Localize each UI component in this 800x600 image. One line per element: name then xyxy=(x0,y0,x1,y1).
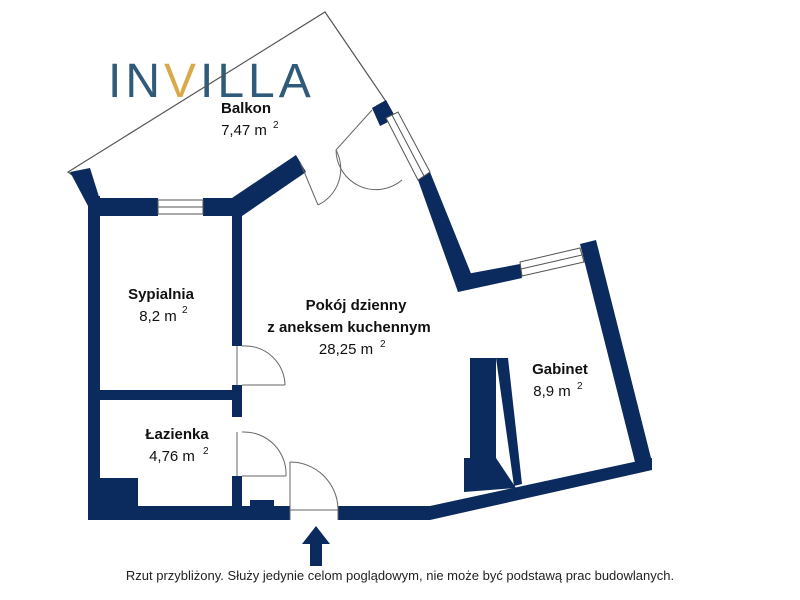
doors xyxy=(236,109,403,520)
room-area: 8,2 m xyxy=(139,308,177,325)
area-unit-sup: 2 xyxy=(273,120,279,131)
door-balcony-left xyxy=(299,161,319,206)
logo-accent-letter: V xyxy=(164,55,200,108)
door-balcony-right xyxy=(335,109,373,151)
room-name: Sypialnia xyxy=(128,286,195,303)
room-bathroom-label: Łazienka 4,76 m 2 xyxy=(145,426,209,465)
room-office-label: Gabinet 8,9 m 2 xyxy=(532,361,588,400)
room-area: 8,9 m xyxy=(533,383,571,400)
area-unit-sup: 2 xyxy=(182,305,188,316)
area-unit-sup: 2 xyxy=(380,339,386,350)
area-unit-sup: 2 xyxy=(577,381,583,392)
logo-suffix: ILLA xyxy=(200,55,315,108)
room-name-line1: Pokój dzienny xyxy=(306,297,408,314)
room-area: 7,47 m xyxy=(221,122,267,139)
room-name: Gabinet xyxy=(532,361,588,378)
logo-prefix: IN xyxy=(108,55,164,108)
room-name: Łazienka xyxy=(145,426,209,443)
room-balcony-label: Balkon 7,47 m 2 xyxy=(221,100,279,139)
windows xyxy=(157,111,585,277)
walls xyxy=(70,100,652,520)
room-bedroom-label: Sypialnia 8,2 m 2 xyxy=(128,286,195,325)
room-area: 4,76 m xyxy=(149,448,195,465)
disclaimer-text: Rzut przybliżony. Służy jedynie celom po… xyxy=(125,568,675,583)
room-living-label: Pokój dzienny z aneksem kuchennym 28,25 … xyxy=(267,297,430,358)
entrance-arrow-icon xyxy=(302,526,330,566)
room-area: 28,25 m xyxy=(319,341,373,358)
logo: INVILLA xyxy=(108,55,315,108)
area-unit-sup: 2 xyxy=(203,446,209,457)
room-name: Balkon xyxy=(221,100,271,117)
room-name-line2: z aneksem kuchennym xyxy=(267,319,430,336)
